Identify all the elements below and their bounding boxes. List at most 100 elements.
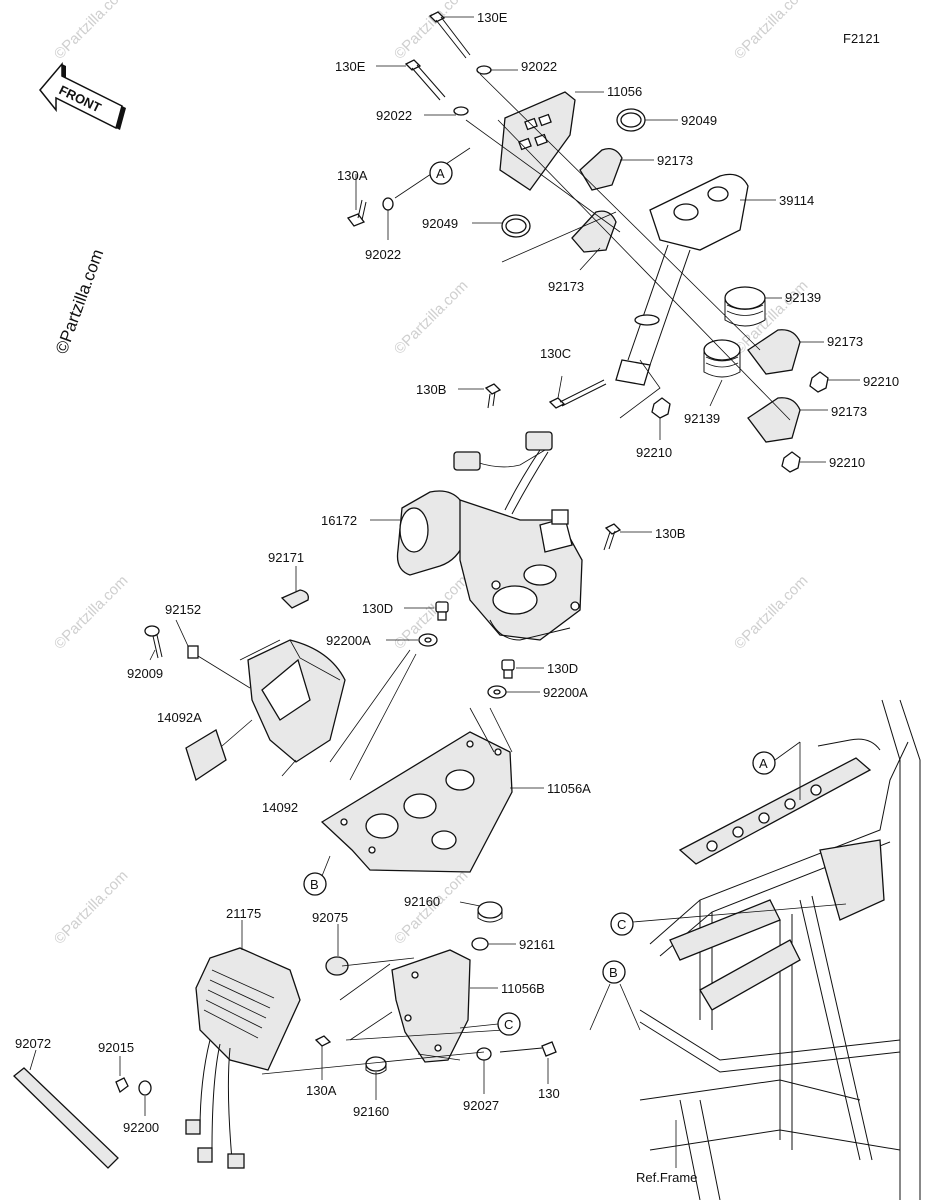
part-labels: 130E 130E 92022 92022 11056 92049 92173 … xyxy=(15,10,899,1185)
partzilla-logo: ©Partzilla.com xyxy=(52,247,107,357)
bolt-130c xyxy=(548,379,607,409)
bolt-130b xyxy=(484,383,502,409)
grommet-92075 xyxy=(325,956,349,976)
cover-14092 xyxy=(247,639,346,763)
callout-a-frame: A xyxy=(752,741,801,800)
clamp-92173-a xyxy=(579,147,623,191)
bolt-130 xyxy=(499,1041,557,1057)
watermark: ©Partzilla.com xyxy=(51,572,132,653)
callout-b-frame: B xyxy=(589,960,641,1031)
bolt-130e-top xyxy=(428,11,471,59)
bolt-130d-a xyxy=(435,601,449,621)
label-92022: 92022 xyxy=(521,59,557,74)
label-92160: 92160 xyxy=(404,894,440,909)
label-92200a: 92200A xyxy=(543,685,588,700)
label-92139: 92139 xyxy=(684,411,720,426)
label-130a: 130A xyxy=(337,168,368,183)
label-130d: 130D xyxy=(547,661,578,676)
bolt-130a xyxy=(346,199,367,227)
clamp-92173-b xyxy=(571,210,617,253)
nut-92210-b xyxy=(651,397,671,419)
label-92009: 92009 xyxy=(127,666,163,681)
front-arrow-icon: FRONT xyxy=(39,61,126,130)
bushing-92139-b xyxy=(703,339,741,378)
bolt-130d-b xyxy=(501,659,515,679)
clamp-92173-c xyxy=(747,329,801,375)
label-11056b: 11056B xyxy=(501,981,545,996)
spacer-92160 xyxy=(365,1056,387,1075)
watermark: ©Partzilla.com xyxy=(391,0,472,63)
label-92171: 92171 xyxy=(268,550,304,565)
label-39114: 39114 xyxy=(779,193,814,208)
seal-92049-b-inner xyxy=(505,218,527,234)
washer-92022-a xyxy=(476,65,492,75)
label-11056: 11056 xyxy=(607,84,642,99)
label-92173: 92173 xyxy=(657,153,693,168)
bolt-130b-right xyxy=(603,523,622,551)
label-92200a: 92200A xyxy=(326,633,371,648)
steering-shaft-group xyxy=(346,11,829,473)
nut-92152 xyxy=(187,645,199,659)
washer-92200a-a-hole xyxy=(424,637,432,643)
label-130: 130 xyxy=(538,1086,560,1101)
washer-92027 xyxy=(476,1047,492,1061)
leader-lines xyxy=(29,16,860,1116)
label-92173: 92173 xyxy=(831,404,867,419)
label-92049: 92049 xyxy=(422,216,458,231)
label-92075: 92075 xyxy=(312,910,348,925)
bolt-130a-b xyxy=(314,1035,332,1047)
callout-c-frame: C xyxy=(610,903,847,936)
watermark: ©Partzilla.com xyxy=(51,867,132,948)
shaft-39114 xyxy=(615,173,749,386)
label-92072: 92072 xyxy=(15,1036,51,1051)
bushing-92139-a xyxy=(724,286,766,327)
cover-14092a xyxy=(185,729,227,782)
callout-c: C xyxy=(617,917,626,932)
callout-c-bracket: C xyxy=(459,1012,521,1036)
callout-a: A xyxy=(436,166,445,181)
grommet-92161 xyxy=(471,937,489,951)
grommet-92160-top xyxy=(477,901,503,923)
label-92022: 92022 xyxy=(365,247,401,262)
watermark: ©Partzilla.com xyxy=(731,0,812,63)
watermark: ©Partzilla.com xyxy=(731,572,812,653)
label-92139: 92139 xyxy=(785,290,821,305)
label-92015: 92015 xyxy=(98,1040,134,1055)
callout-a: A xyxy=(759,756,768,771)
eps-motor-16172 xyxy=(396,431,583,641)
label-130a: 130A xyxy=(306,1083,337,1098)
ref-frame-label: Ref.Frame xyxy=(636,1170,697,1185)
bracket-11056 xyxy=(499,91,576,191)
label-92210: 92210 xyxy=(863,374,899,389)
callout-a-top: A xyxy=(429,161,453,185)
label-92027: 92027 xyxy=(463,1098,499,1113)
screw-92009 xyxy=(144,625,163,659)
label-92210: 92210 xyxy=(829,455,865,470)
ecu-21175 xyxy=(185,947,301,1169)
label-92049: 92049 xyxy=(681,113,717,128)
label-130b: 130B xyxy=(655,526,685,541)
label-11056a: 11056A xyxy=(547,781,591,796)
label-92160: 92160 xyxy=(353,1104,389,1119)
label-130e: 130E xyxy=(335,59,366,74)
washer-92200a-b-hole xyxy=(493,689,501,695)
label-130c: 130C xyxy=(540,346,571,361)
label-14092: 14092 xyxy=(262,800,298,815)
washer-92022-b xyxy=(453,106,469,116)
bolt-130e-left xyxy=(404,59,446,101)
label-92022: 92022 xyxy=(376,108,412,123)
callout-b: B xyxy=(310,877,319,892)
label-16172: 16172 xyxy=(321,513,357,528)
label-92173: 92173 xyxy=(827,334,863,349)
label-14092a: 14092A xyxy=(157,710,202,725)
callout-c: C xyxy=(504,1017,513,1032)
washer-92200 xyxy=(138,1080,152,1096)
callout-b-plate: B xyxy=(303,855,331,896)
clip-92171 xyxy=(280,589,309,609)
strap-92072 xyxy=(13,1067,119,1169)
watermark: ©Partzilla.com xyxy=(391,277,472,358)
callout-b: B xyxy=(609,965,618,980)
label-21175: 21175 xyxy=(226,906,261,921)
label-92200: 92200 xyxy=(123,1120,159,1135)
